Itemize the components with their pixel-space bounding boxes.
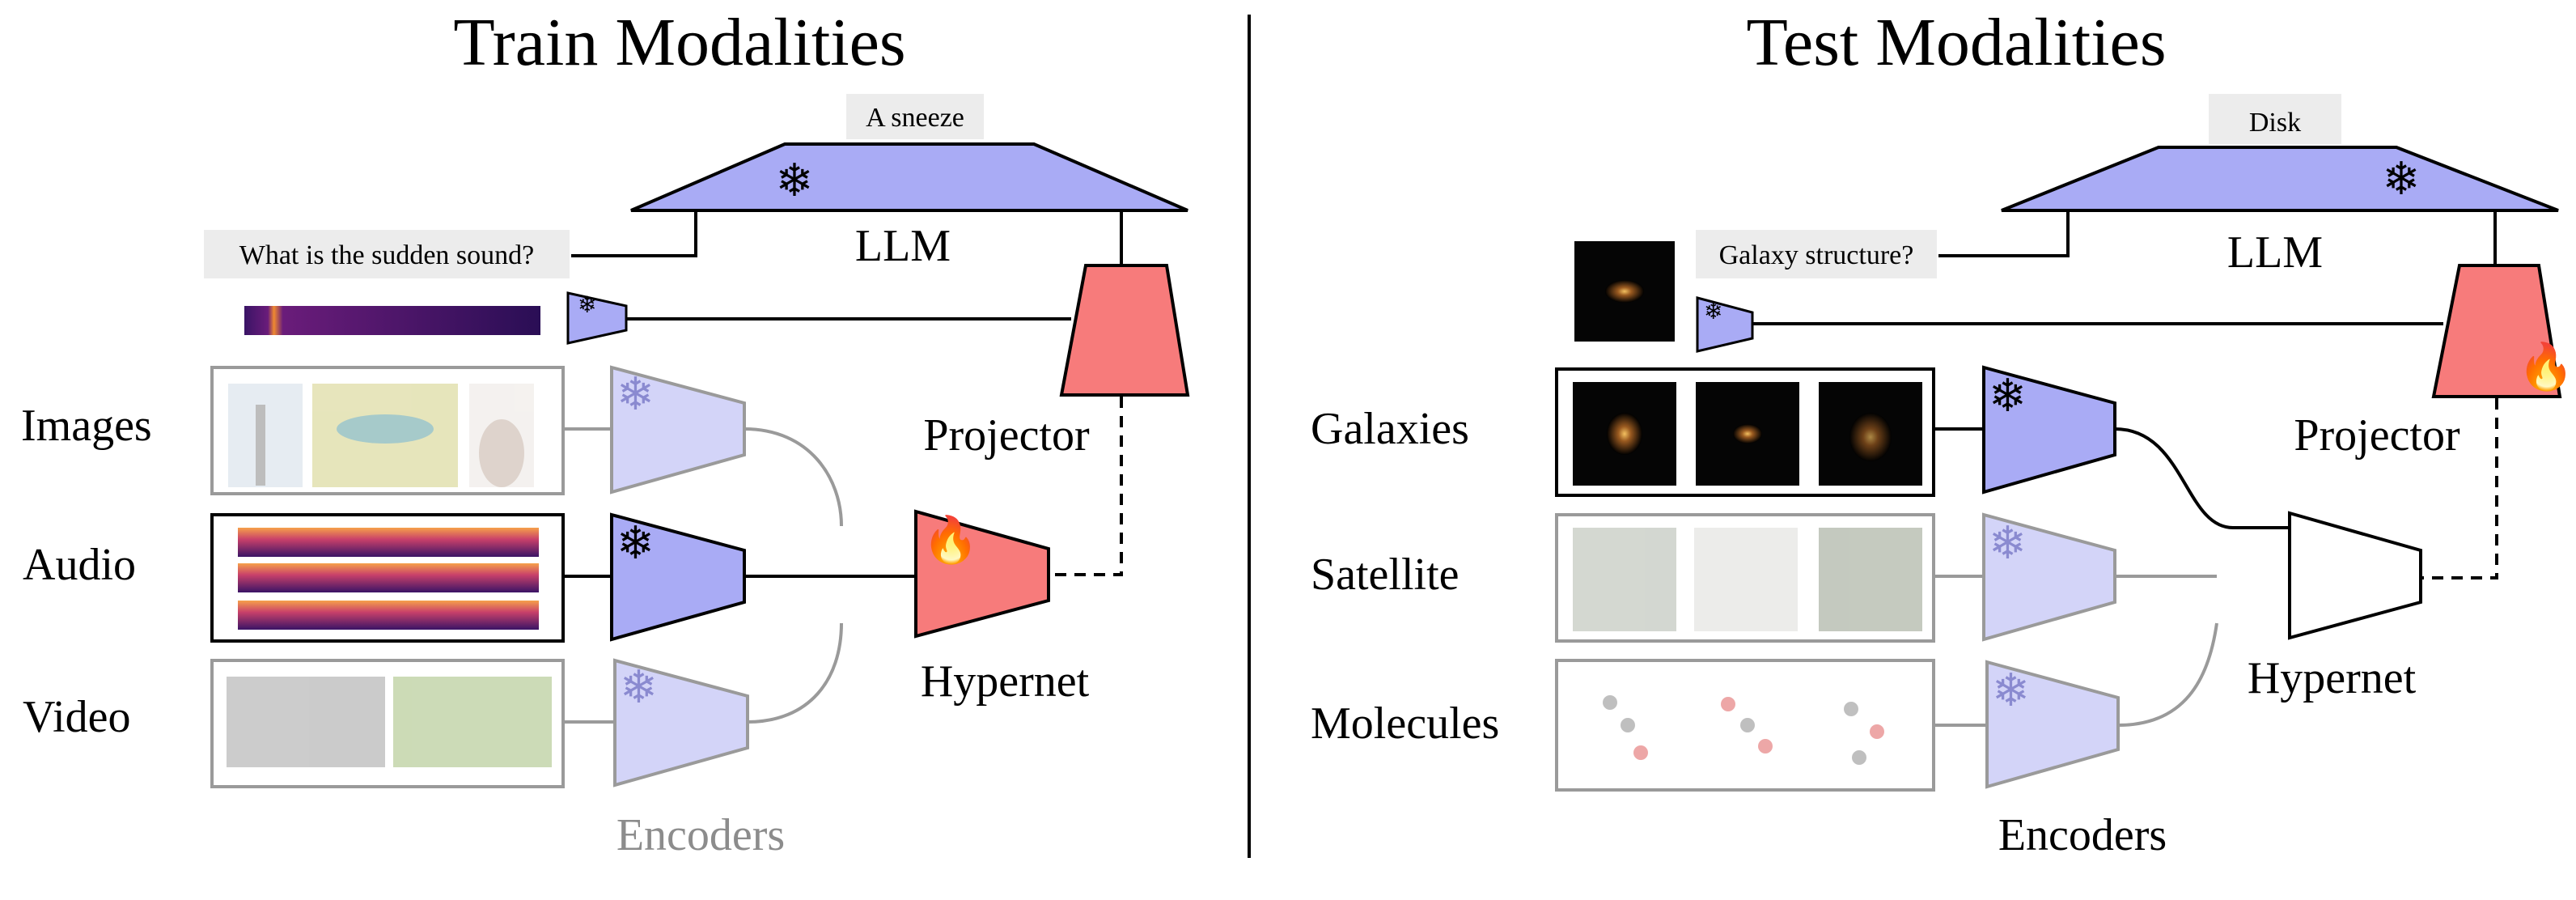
left-projector-block <box>1059 264 1190 397</box>
right-encoder-molecules-snowflake-icon: ❄ <box>1992 666 2030 716</box>
right-snowflake-icon: ❄ <box>2383 155 2421 205</box>
right-output-text: Disk <box>2249 108 2301 138</box>
left-encoder-video-snowflake-icon: ❄ <box>620 663 658 713</box>
right-prompt-box <box>1696 230 1937 278</box>
left-projector-label: Projector <box>923 410 1090 461</box>
left-title: Train Modalities <box>453 5 905 80</box>
right-encoders-label: Encoders <box>1998 810 2167 860</box>
left-audio-spec-1 <box>238 528 539 557</box>
right-llm-block <box>2001 146 2559 212</box>
left-encoder-audio <box>610 512 746 642</box>
right-encoder-satellite <box>1982 512 2116 642</box>
left-output-text: A sneeze <box>866 103 964 133</box>
left-llm-block <box>630 142 1188 212</box>
left-video-thumbs <box>227 677 552 767</box>
left-encoder-audio-snowflake-icon: ❄ <box>616 519 655 569</box>
left-audio-spec-2 <box>238 563 539 592</box>
right-hypernet-block <box>2288 511 2422 640</box>
left-modality-audio: Audio <box>23 540 136 590</box>
right-galaxy-thumb-3-blob <box>1849 413 1892 461</box>
right-modality-molecules: Molecules <box>1311 698 1499 749</box>
left-modality-images: Images <box>21 401 152 451</box>
right-prompt-text: Galaxy structure? <box>1719 240 1914 270</box>
left-hypernet-flame-icon: 🔥 <box>922 514 979 566</box>
right-galaxy-thumb-2-blob <box>1733 424 1762 444</box>
left-prompt-text: What is the sudden sound? <box>239 240 535 270</box>
right-title: Test Modalities <box>1746 5 2166 80</box>
right-input-galaxy-blob <box>1605 280 1644 303</box>
left-encoder-images-curve <box>744 427 843 527</box>
left-images-thumbs <box>228 384 534 487</box>
left-small-snowflake-icon: ❄ <box>578 293 596 318</box>
right-modality-satellite: Satellite <box>1311 550 1460 600</box>
left-encoders-label: Encoders <box>616 810 785 860</box>
right-small-snowflake-icon: ❄ <box>1704 299 1722 325</box>
right-encoder-molecules <box>1985 660 2120 789</box>
left-hypernet-block <box>914 509 1050 639</box>
left-audio-spec-3 <box>238 601 539 630</box>
right-hypernet-label: Hypernet <box>2248 653 2417 703</box>
right-encoder-satellite-snowflake-icon: ❄ <box>1989 519 2027 569</box>
right-llm-label: LLM <box>2227 227 2323 278</box>
right-encoder-galaxies <box>1982 365 2116 495</box>
left-encoder-video-curve <box>747 622 843 724</box>
right-projector-block <box>2431 264 2562 398</box>
left-prompt-connector <box>571 210 697 257</box>
left-modality-video: Video <box>23 692 131 742</box>
left-small-encoder <box>566 291 628 345</box>
right-projector-flame-icon: 🔥 <box>2518 341 2574 393</box>
right-encoder-galaxies-snowflake-icon: ❄ <box>1989 371 2027 422</box>
left-hypernet-label: Hypernet <box>921 656 1090 707</box>
left-encoder-images <box>610 365 746 495</box>
left-video-box <box>210 659 565 788</box>
right-encoder-molecules-curve <box>2117 622 2218 727</box>
right-prompt-connector <box>1938 210 2070 257</box>
right-molecule-thumbs <box>1603 695 1884 765</box>
left-images-box <box>210 366 565 495</box>
right-projector-label: Projector <box>2294 410 2460 461</box>
right-output-box <box>2209 94 2341 144</box>
left-snowflake-icon: ❄ <box>776 156 814 206</box>
left-projector-dashed <box>1050 397 1123 576</box>
right-satellite-box <box>1555 513 1935 643</box>
right-small-encoder <box>1696 296 1754 353</box>
right-projector-dashed <box>2422 398 2498 579</box>
left-encoder-video <box>613 658 749 788</box>
left-prompt-box <box>204 230 570 278</box>
left-llm-label: LLM <box>855 221 951 271</box>
right-modality-galaxies: Galaxies <box>1311 404 1469 454</box>
left-output-box <box>846 94 984 139</box>
left-input-spectrogram <box>244 306 540 335</box>
right-satellite-thumbs <box>1573 528 1922 631</box>
left-encoder-images-snowflake-icon: ❄ <box>616 370 655 420</box>
right-galaxy-thumb-1-blob <box>1607 413 1642 455</box>
right-encoder-galaxies-curve <box>2114 427 2290 529</box>
